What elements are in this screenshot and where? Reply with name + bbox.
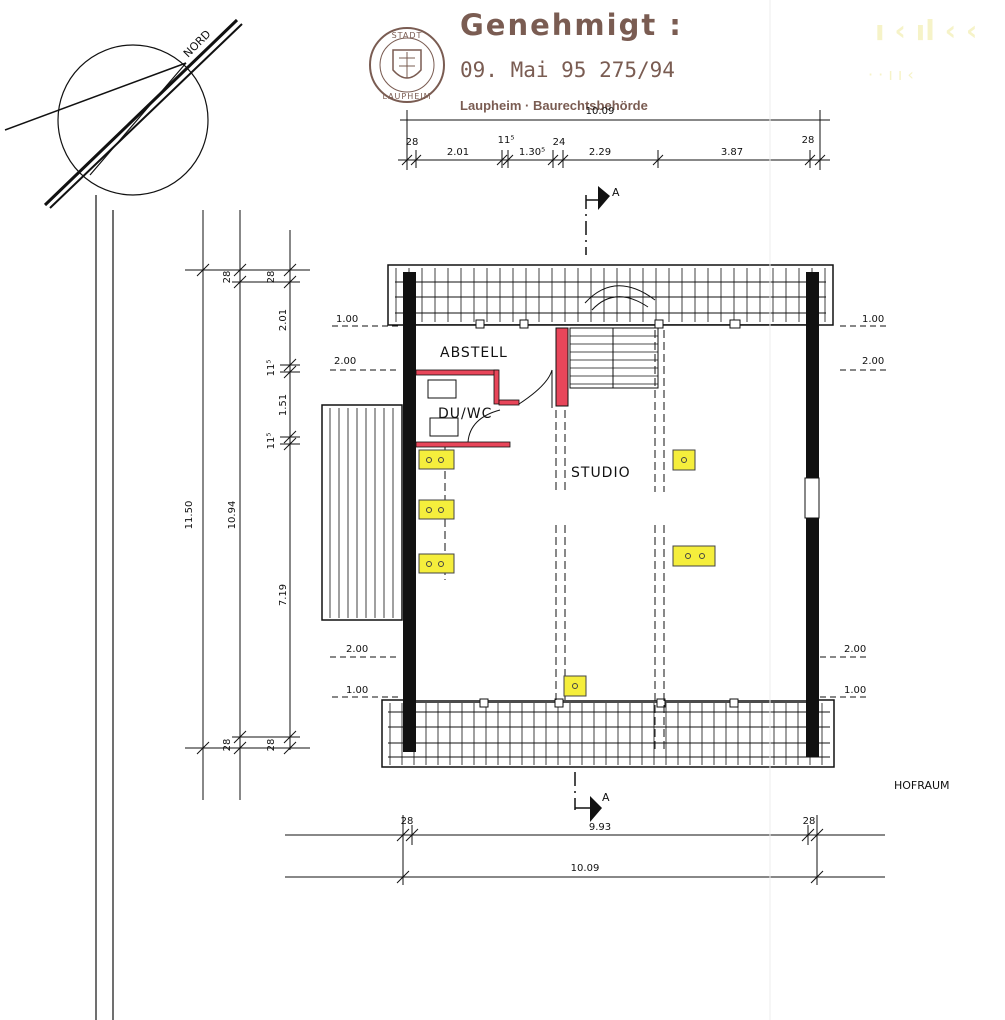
height-right-2: 2.00 <box>862 356 884 367</box>
dim-bottom-end-left: 28 <box>401 816 414 827</box>
svg-text:· · ı ı ‹: · · ı ı ‹ <box>868 65 914 84</box>
room-label-abstell: ABSTELL <box>440 345 508 361</box>
faded-stamp-ghost: ı ‹ ıl ‹ ‹ · · ı ı ‹ <box>868 14 977 84</box>
skylight-e2 <box>672 545 716 567</box>
left-dimension-chain <box>185 210 310 800</box>
svg-text:ı ‹ ıl ‹ ‹: ı ‹ ıl ‹ ‹ <box>875 14 977 47</box>
height-left-3: 2.00 <box>346 644 368 655</box>
section-label-bottom: A <box>602 791 610 804</box>
stair-wall-red <box>555 327 569 407</box>
dim-top-seg-1: 28 <box>406 137 419 148</box>
skylights <box>418 449 716 697</box>
roof-band-top <box>387 264 834 326</box>
wall-west <box>403 272 416 752</box>
height-right-4: 1.00 <box>844 685 866 696</box>
dim-top-seg-3: 11⁵ <box>498 135 515 146</box>
seal-top-text: STADT <box>392 31 423 40</box>
height-labels: 1.00 2.00 2.00 1.00 1.00 2.00 2.00 1.00 <box>334 314 884 696</box>
height-right-3: 2.00 <box>844 644 866 655</box>
dim-top-seg-4: 1.30⁵ <box>519 147 545 158</box>
city-seal: STADT LAUPHEIM <box>369 27 445 103</box>
skylight-w2 <box>418 499 455 520</box>
section-marker-bottom: A <box>574 772 610 822</box>
room-label-du-wc: DU/WC <box>438 406 492 422</box>
section-label-top: A <box>612 186 620 199</box>
skylight-w1 <box>418 449 455 470</box>
roof-band-bottom <box>381 699 835 768</box>
dim-top-overall: 10.09 <box>586 106 615 117</box>
dim-left-end-bottom: 28 <box>222 739 233 752</box>
top-dimension-chain: 10.09 28 2.01 11⁵ 1.30⁵ 24 2.29 3.87 28 <box>398 106 830 170</box>
balcony-west <box>321 404 403 621</box>
roof-beams-dashed <box>444 330 665 750</box>
dim-top-seg-7: 3.87 <box>721 147 743 158</box>
dim-left-seg-5: 11⁵ <box>266 433 277 450</box>
approval-stamp: STADT LAUPHEIM Genehmigt : 09. Mai 95 27… <box>369 8 683 113</box>
dim-top-seg-2: 2.01 <box>447 147 469 158</box>
dim-top-seg-8: 28 <box>802 135 815 146</box>
height-right-1: 1.00 <box>862 314 884 325</box>
room-label-studio: STUDIO <box>571 465 631 481</box>
dim-left-seg-3: 11⁵ <box>266 360 277 377</box>
dim-top-seg-5: 24 <box>553 137 566 148</box>
seal-bottom-text: LAUPHEIM <box>382 92 431 101</box>
bottom-dimension-labels: 28 28 9.93 10.09 <box>401 816 816 874</box>
skylight-w3 <box>418 553 455 574</box>
skylight-s1 <box>563 675 587 697</box>
site-boundary-lines <box>95 195 114 1020</box>
dim-left-seg-1: 28 <box>266 271 277 284</box>
dim-top-seg-6: 2.29 <box>589 147 611 158</box>
dim-bottom-overall: 10.09 <box>571 863 600 874</box>
section-marker-top: A <box>585 186 620 255</box>
dim-bottom-inner: 9.93 <box>589 822 611 833</box>
dim-left-end-top: 28 <box>222 271 233 284</box>
approval-authority: Laupheim · Baurechtsbehörde <box>460 98 648 113</box>
dim-left-inner: 10.94 <box>227 501 238 530</box>
height-left-2: 2.00 <box>334 356 356 367</box>
skylight-e1 <box>672 449 696 471</box>
dim-bottom-end-right: 28 <box>803 816 816 827</box>
dim-left-seg-2: 2.01 <box>278 309 289 331</box>
height-left-4: 1.00 <box>346 685 368 696</box>
dim-left-seg-6: 7.19 <box>278 584 289 606</box>
height-left-1: 1.00 <box>336 314 358 325</box>
approval-date: 09. Mai 95 275/94 <box>460 58 675 82</box>
dim-left-overall: 11.50 <box>184 501 195 530</box>
bathroom-walls <box>415 369 553 448</box>
bottom-dimension-chain <box>285 815 885 885</box>
staircase <box>555 285 659 407</box>
dim-left-seg-4: 1.51 <box>278 394 289 416</box>
north-arrow: NORD <box>4 18 243 209</box>
dim-left-seg-7: 28 <box>266 739 277 752</box>
approval-title: Genehmigt : <box>460 8 683 42</box>
left-dimension-labels: 11.50 10.94 28 28 28 2.01 11⁵ 1.51 11⁵ 7… <box>184 271 289 752</box>
label-hofraum: HOFRAUM <box>894 779 950 792</box>
